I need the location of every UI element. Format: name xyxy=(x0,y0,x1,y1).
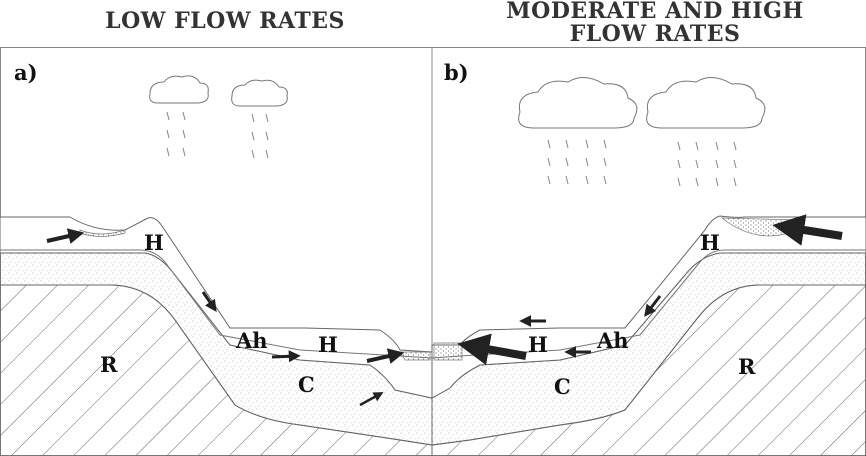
zone-label-b-c: C xyxy=(554,374,571,399)
zone-label-a-ah: Ah xyxy=(236,328,268,353)
flow-arrows-b xyxy=(457,214,843,366)
puddle-b-bottom xyxy=(433,342,463,361)
zone-label-b-r: R xyxy=(738,354,756,379)
zone-label-a-c: C xyxy=(298,372,315,397)
puddle-a-bottom xyxy=(399,351,431,361)
horizon-line-b xyxy=(431,249,866,359)
flow-arrows-a xyxy=(46,228,405,407)
cloud-b1 xyxy=(518,77,638,129)
puddle-a-top xyxy=(79,229,126,237)
cloud-a1 xyxy=(149,75,209,104)
zone-label-b-h-top: H xyxy=(700,230,720,255)
title-right-line2: FLOW RATES xyxy=(569,21,741,47)
cloud-a2 xyxy=(231,79,288,107)
panel-label-a: a) xyxy=(14,60,38,85)
zone-label-a-h-top: H xyxy=(144,230,164,255)
cloud-b2 xyxy=(646,77,766,129)
horizon-line-a xyxy=(0,249,433,359)
zone-label-b-ah: Ah xyxy=(597,328,629,353)
panel-a-profile xyxy=(0,216,433,456)
zone-label-a-r: R xyxy=(100,352,118,377)
rain-b xyxy=(547,139,737,187)
rain-a xyxy=(166,111,269,159)
title-low-flow: LOW FLOW RATES xyxy=(105,8,345,34)
panel-label-b: b) xyxy=(444,60,469,85)
zone-label-b-h-mid: H xyxy=(528,332,548,357)
title-right-line1: MODERATE AND HIGH xyxy=(506,0,804,24)
title-moderate-high-flow: MODERATE AND HIGH FLOW RATES xyxy=(455,0,855,46)
zone-label-a-h-mid: H xyxy=(318,332,338,357)
panel-b-profile xyxy=(431,215,866,456)
